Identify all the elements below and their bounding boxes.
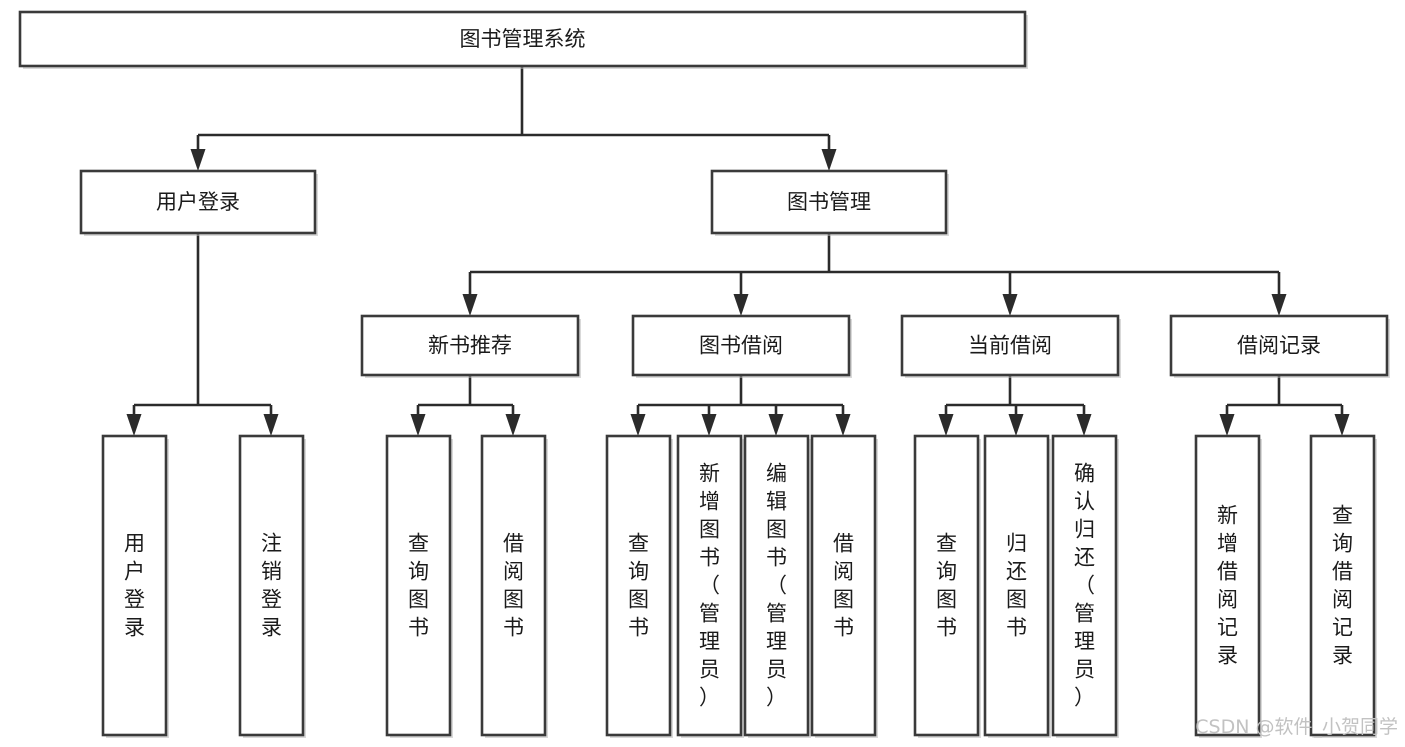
connector-group-level3-to-leaves-borrow: [630, 375, 851, 436]
node-box-leaf-borrow-lend-book[interactable]: [810, 434, 877, 737]
node-borrow-record[interactable]: 借阅记录: [1169, 314, 1390, 378]
connector-group-root-to-level2: [190, 66, 837, 171]
node-leaf-cur-return-book[interactable]: 归还图书: [983, 434, 1051, 738]
node-label-borrow-record: 借阅记录: [1237, 334, 1321, 358]
node-box-leaf-cur-confirm-return[interactable]: [1051, 434, 1118, 737]
connector-group-level2-to-level3: [462, 233, 1287, 316]
node-label-leaf-cur-query-book: 查询图书: [936, 532, 957, 640]
node-box-book-manage[interactable]: [710, 169, 948, 235]
node-leaf-borrow-edit-book[interactable]: 编辑图书（管理员）: [743, 434, 811, 738]
node-label-leaf-borrow-add-book: 新增图书（管理员）: [699, 462, 720, 710]
node-label-leaf-rec-query-book: 查询图书: [408, 532, 429, 640]
node-box-current-borrow[interactable]: [900, 314, 1120, 377]
node-leaf-rec-add-record[interactable]: 新增借阅记录: [1194, 434, 1262, 738]
node-box-leaf-rec-query-record[interactable]: [1309, 434, 1376, 737]
node-leaf-rec-borrow-book[interactable]: 借阅图书: [480, 434, 548, 738]
node-box-user-login[interactable]: [79, 169, 317, 235]
node-label-leaf-rec-add-record: 新增借阅记录: [1217, 504, 1238, 668]
node-label-new-book-rec: 新书推荐: [428, 334, 512, 358]
node-label-leaf-user-logout: 注销登录: [261, 532, 282, 640]
node-label-current-borrow: 当前借阅: [968, 334, 1052, 358]
node-box-new-book-rec[interactable]: [360, 314, 580, 377]
node-leaf-cur-query-book[interactable]: 查询图书: [913, 434, 981, 738]
connectors-layer: [126, 66, 1350, 436]
node-leaf-borrow-query-book[interactable]: 查询图书: [605, 434, 673, 738]
node-current-borrow[interactable]: 当前借阅: [900, 314, 1121, 378]
node-label-leaf-borrow-query-book: 查询图书: [628, 532, 649, 640]
node-leaf-borrow-lend-book[interactable]: 借阅图书: [810, 434, 878, 738]
node-label-leaf-cur-return-book: 归还图书: [1006, 532, 1027, 640]
node-leaf-cur-confirm-return[interactable]: 确认归还（管理员）: [1051, 434, 1119, 738]
node-root[interactable]: 图书管理系统: [18, 10, 1028, 69]
node-label-leaf-rec-query-record: 查询借阅记录: [1332, 504, 1353, 668]
csdn-watermark: CSDN @软件_小贺同学: [1195, 716, 1398, 738]
node-user-login[interactable]: 用户登录: [79, 169, 318, 236]
node-box-leaf-cur-return-book[interactable]: [983, 434, 1050, 737]
node-new-book-rec[interactable]: 新书推荐: [360, 314, 581, 378]
node-leaf-rec-query-book[interactable]: 查询图书: [385, 434, 453, 738]
node-book-manage[interactable]: 图书管理: [710, 169, 949, 236]
node-label-leaf-user-login: 用户登录: [124, 532, 145, 640]
node-box-leaf-user-login[interactable]: [101, 434, 168, 737]
node-label-book-manage: 图书管理: [787, 190, 871, 214]
node-box-borrow-record[interactable]: [1169, 314, 1389, 377]
node-label-book-borrow: 图书借阅: [699, 334, 783, 358]
node-box-leaf-rec-borrow-book[interactable]: [480, 434, 547, 737]
connector-group-level2-to-leaves-login: [126, 233, 279, 436]
node-leaf-rec-query-record[interactable]: 查询借阅记录: [1309, 434, 1377, 738]
node-box-root[interactable]: [18, 10, 1027, 68]
node-box-book-borrow[interactable]: [631, 314, 851, 377]
node-box-leaf-cur-query-book[interactable]: [913, 434, 980, 737]
node-leaf-user-logout[interactable]: 注销登录: [238, 434, 306, 738]
connector-group-level3-to-leaves-record: [1219, 375, 1350, 436]
node-leaf-user-login[interactable]: 用户登录: [101, 434, 169, 738]
node-box-leaf-borrow-edit-book[interactable]: [743, 434, 810, 737]
node-label-leaf-borrow-edit-book: 编辑图书（管理员）: [766, 462, 787, 710]
node-book-borrow[interactable]: 图书借阅: [631, 314, 852, 378]
node-label-leaf-rec-borrow-book: 借阅图书: [503, 532, 524, 640]
node-box-leaf-borrow-query-book[interactable]: [605, 434, 672, 737]
nodes-layer: 图书管理系统用户登录图书管理新书推荐图书借阅当前借阅借阅记录用户登录注销登录查询…: [18, 10, 1390, 738]
node-box-leaf-rec-query-book[interactable]: [385, 434, 452, 737]
connector-group-level3-to-leaves-current: [938, 375, 1092, 436]
node-label-root: 图书管理系统: [460, 27, 586, 51]
node-box-leaf-borrow-add-book[interactable]: [676, 434, 743, 737]
node-label-leaf-cur-confirm-return: 确认归还（管理员）: [1074, 462, 1095, 710]
node-box-leaf-rec-add-record[interactable]: [1194, 434, 1261, 737]
node-label-user-login: 用户登录: [156, 190, 240, 214]
node-label-leaf-borrow-lend-book: 借阅图书: [833, 532, 854, 640]
node-box-leaf-user-logout[interactable]: [238, 434, 305, 737]
node-leaf-borrow-add-book[interactable]: 新增图书（管理员）: [676, 434, 744, 738]
connector-group-level3-to-leaves-rec: [410, 375, 521, 436]
